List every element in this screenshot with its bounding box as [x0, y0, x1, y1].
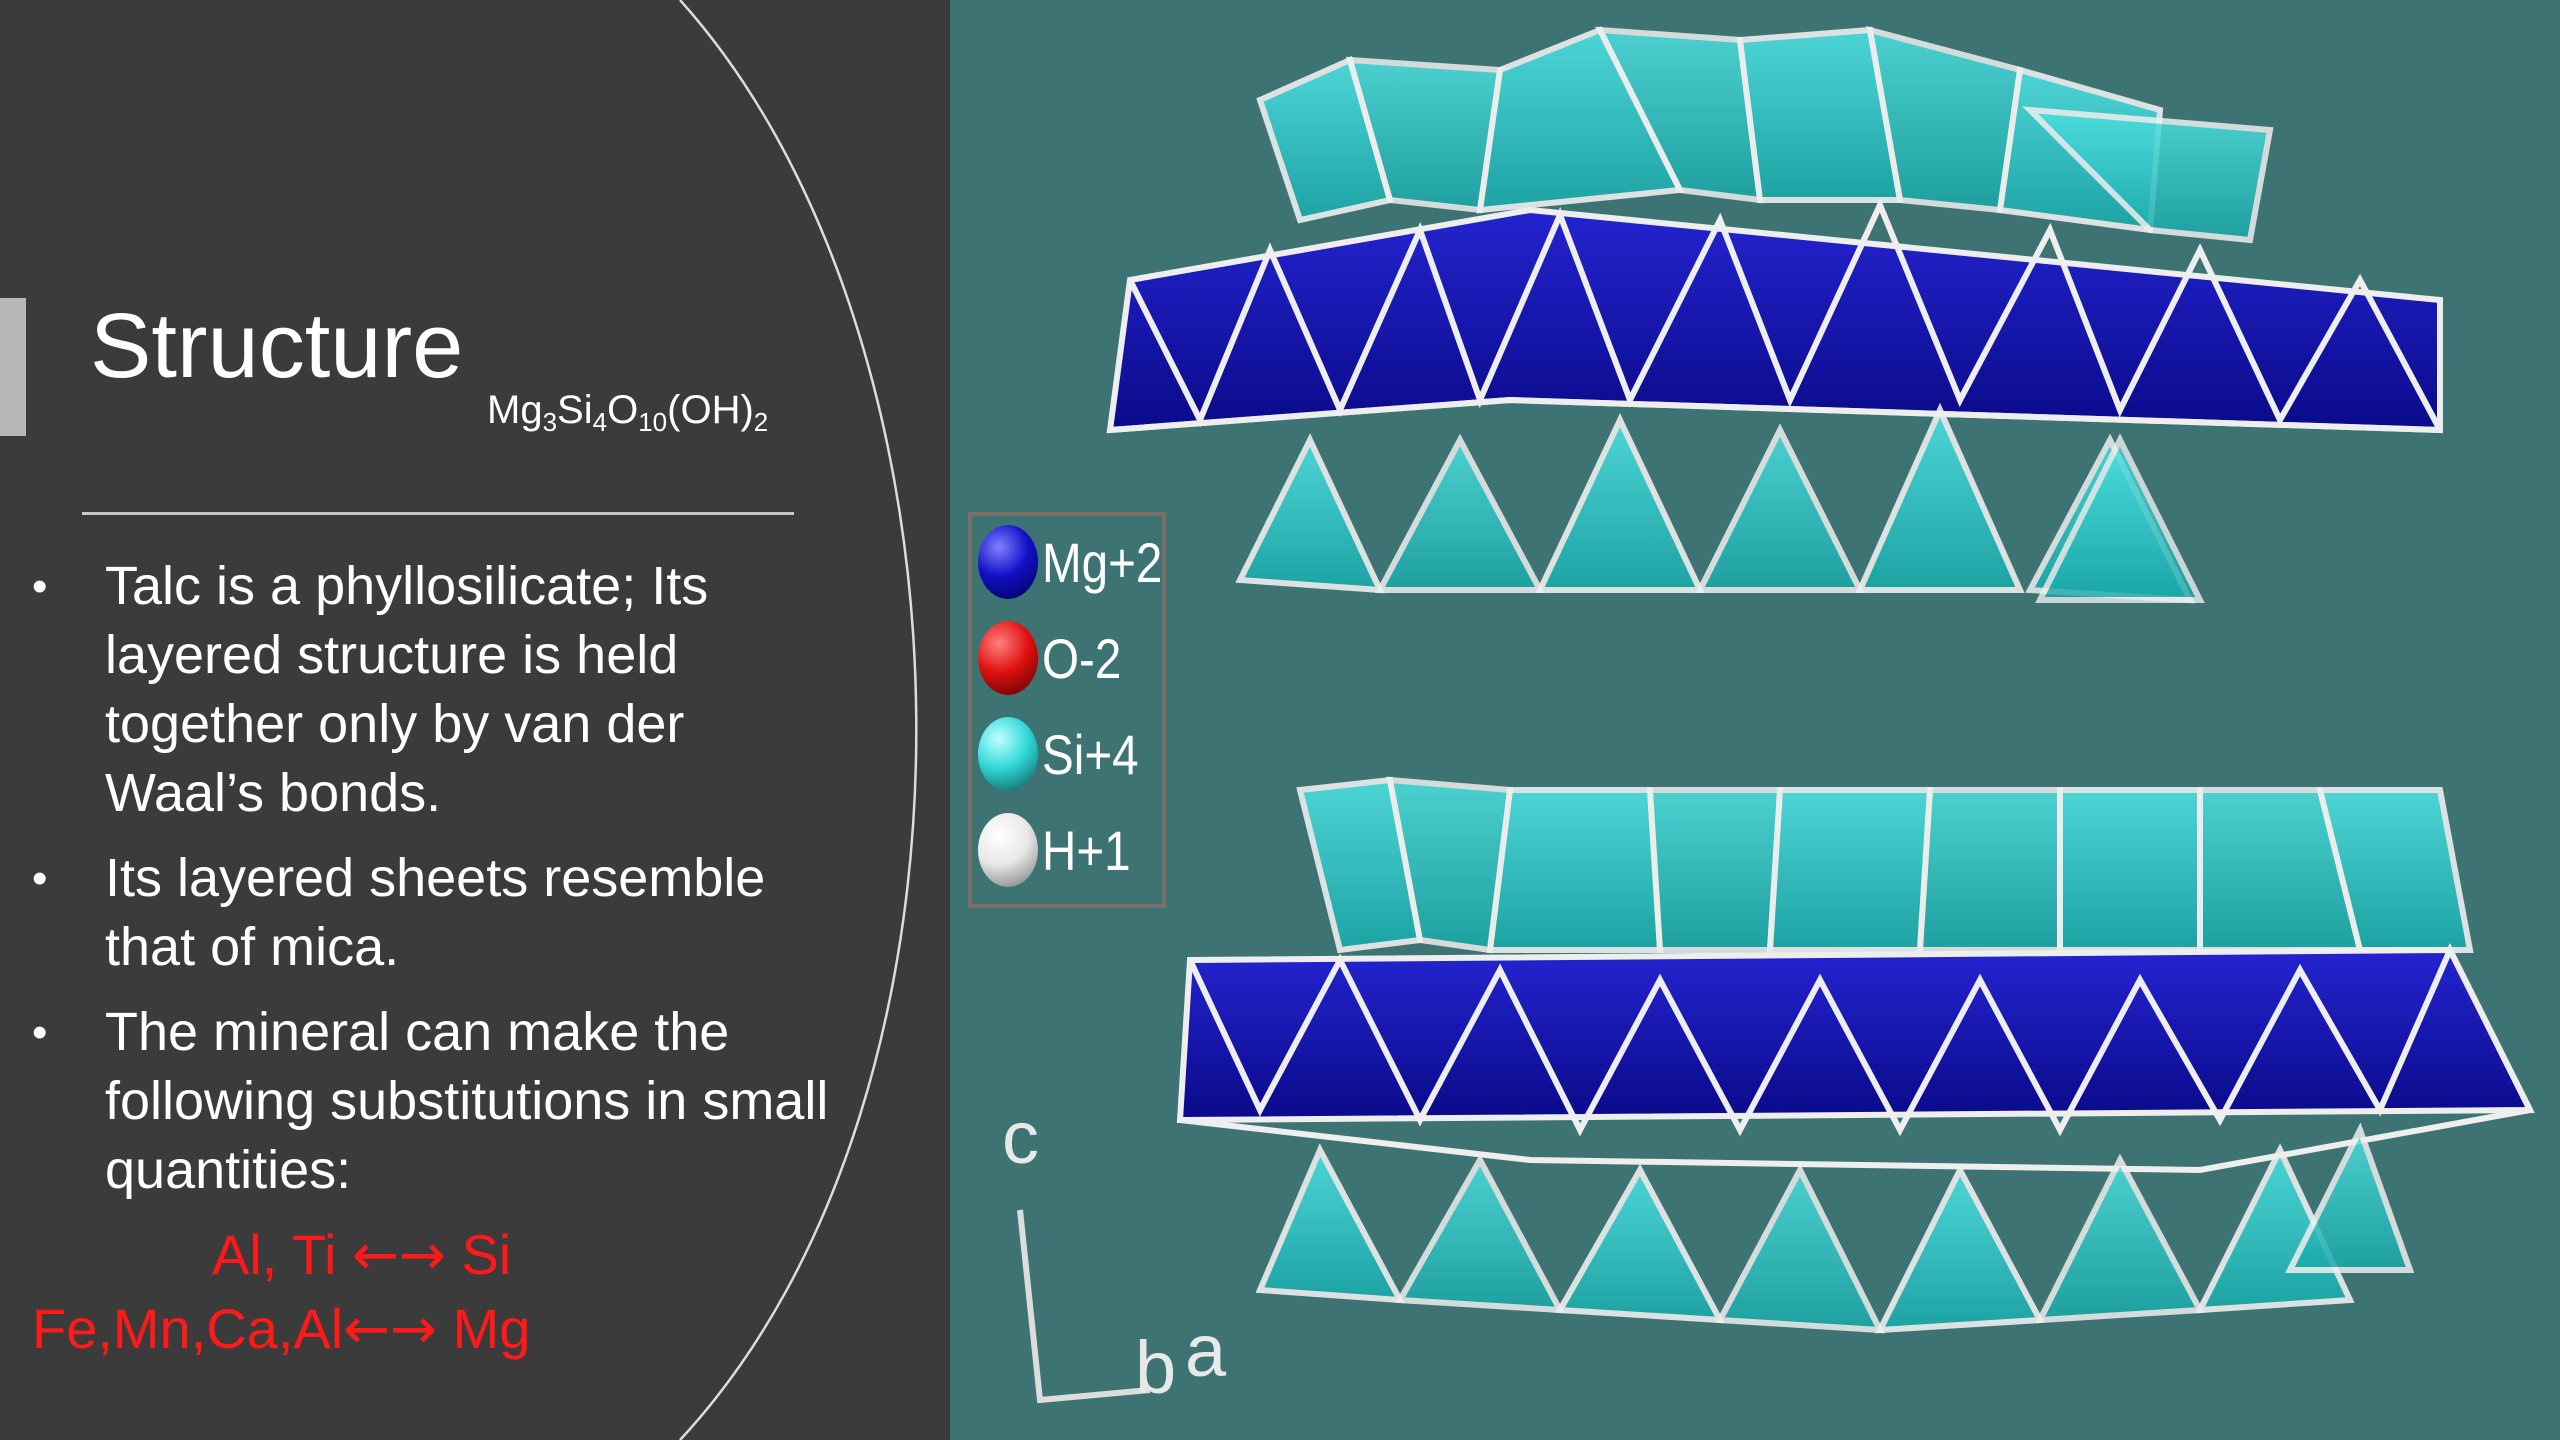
mg-ball-icon — [978, 525, 1038, 599]
h-ball-icon — [978, 813, 1038, 887]
axis-label-b: b — [1135, 1326, 1177, 1409]
upper-magnesium-octahedra — [1106, 197, 2443, 434]
legend-item-o: O-2 — [978, 620, 1135, 696]
axis-indicator — [1017, 1209, 1151, 1404]
axis-label-a: a — [1185, 1309, 1227, 1392]
si-ball-icon — [978, 717, 1038, 791]
lower-silica-tetrahedra-bottom — [1255, 1122, 2415, 1334]
legend-item-si: Si+4 — [978, 716, 1156, 792]
atom-legend: Mg+2 O-2 Si+4 H+1 — [968, 512, 1166, 908]
bullet-item: Talc is a phyllosilicate; Its layered st… — [30, 552, 830, 828]
bullet-list: Talc is a phyllosilicate; Its layered st… — [30, 552, 830, 1221]
talc-structure-illustration — [1017, 25, 2535, 1404]
decorative-arc — [679, 0, 918, 1440]
substitution-line: Al, Ti ←→ Si — [212, 1223, 512, 1288]
chemical-formula: Mg3Si4O10(OH)2 — [487, 388, 769, 437]
crystal-structure-image — [950, 0, 2560, 1440]
slide-title: Structure — [90, 295, 464, 397]
lower-magnesium-octahedra — [1176, 942, 2535, 1174]
upper-silica-tetrahedra-bottom — [1235, 402, 2205, 604]
double-arrow-icon: ←→ — [343, 1297, 438, 1362]
axis-label-c: c — [1002, 1096, 1039, 1179]
bullet-item: Its layered sheets resemble that of mica… — [30, 844, 830, 982]
upper-silica-tetrahedra-top — [1256, 25, 2274, 244]
title-divider — [82, 512, 794, 515]
lower-silica-tetrahedra-top — [1296, 776, 2474, 954]
substitution-line: Fe,Mn,Ca,Al←→ Mg — [32, 1297, 531, 1362]
double-arrow-icon: ←→ — [352, 1223, 446, 1288]
legend-item-h: H+1 — [978, 812, 1146, 888]
legend-item-mg: Mg+2 — [978, 524, 1184, 600]
title-accent-bar — [0, 298, 26, 436]
bullet-item: The mineral can make the following subst… — [30, 998, 830, 1205]
o-ball-icon — [978, 621, 1038, 695]
